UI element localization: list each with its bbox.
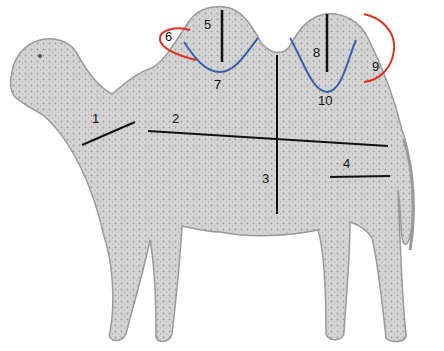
camel-body [11, 7, 413, 342]
measure-line [148, 131, 388, 146]
measure-line [276, 55, 278, 214]
callout-number: 4 [343, 157, 350, 171]
callout-number: 6 [165, 30, 172, 44]
callout-number: 10 [318, 94, 332, 108]
callout-number: 7 [214, 78, 221, 92]
callout-number: 8 [313, 46, 320, 60]
callout-number: 9 [372, 60, 379, 74]
callout-number: 3 [262, 172, 269, 186]
measure-line [221, 10, 224, 62]
hump-curve [290, 38, 356, 92]
hump-contour [160, 28, 196, 60]
measure-line [82, 122, 135, 145]
hump-curve [184, 38, 258, 72]
hump-contour [364, 14, 394, 82]
callout-number: 2 [172, 112, 179, 126]
measure-line [326, 14, 329, 72]
camel-eye [38, 54, 42, 58]
measure-line [330, 176, 390, 177]
camel-tail [404, 140, 413, 250]
callout-number: 1 [92, 112, 99, 126]
callout-number: 5 [204, 18, 211, 32]
